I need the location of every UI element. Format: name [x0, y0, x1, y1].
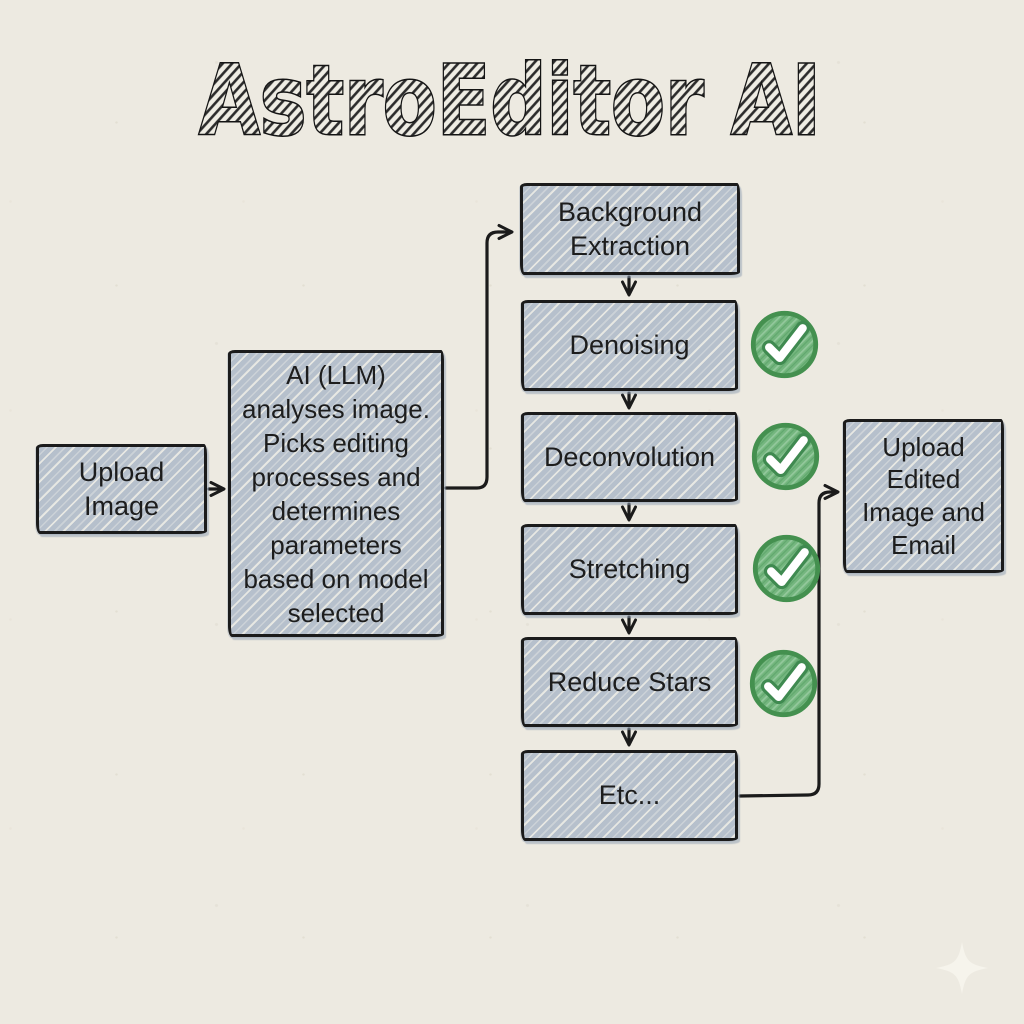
- node-denoising-label: Denoising: [569, 330, 690, 361]
- node-deconvolution: Deconvolution: [521, 412, 738, 502]
- node-background-extraction-label: Background Extraction: [557, 196, 703, 261]
- node-etc: Etc...: [521, 750, 738, 841]
- title-text: AstroEditor AI: [199, 45, 821, 157]
- node-background-extraction: Background Extraction: [520, 183, 740, 275]
- page-title: AstroEditor AI: [0, 36, 1024, 160]
- node-etc-label: Etc...: [598, 780, 661, 811]
- sparkle-icon: [936, 942, 988, 994]
- node-upload-image: Upload Image: [36, 444, 207, 534]
- node-ai-analysis: AI (LLM) analyses image. Picks editing p…: [228, 350, 444, 637]
- check-icon: [750, 310, 819, 379]
- node-reduce-stars: Reduce Stars: [521, 637, 738, 727]
- check-icon: [752, 534, 821, 603]
- check-icon: [749, 649, 818, 718]
- node-upload-image-label: Upload Image: [78, 456, 165, 521]
- node-denoising: Denoising: [521, 300, 738, 391]
- node-stretching-label: Stretching: [568, 554, 691, 585]
- title-sketch-text: AstroEditor AI: [198, 44, 823, 159]
- node-upload-output-label: Upload Edited Image and Email: [862, 431, 985, 560]
- node-deconvolution-label: Deconvolution: [543, 441, 716, 472]
- node-reduce-stars-label: Reduce Stars: [547, 666, 712, 697]
- node-ai-analysis-label: AI (LLM) analyses image. Picks editing p…: [242, 359, 430, 628]
- arrow-analysis-to-step0: [444, 224, 514, 490]
- node-upload-output: Upload Edited Image and Email: [843, 419, 1004, 573]
- check-icon: [751, 422, 820, 491]
- node-stretching: Stretching: [521, 524, 738, 615]
